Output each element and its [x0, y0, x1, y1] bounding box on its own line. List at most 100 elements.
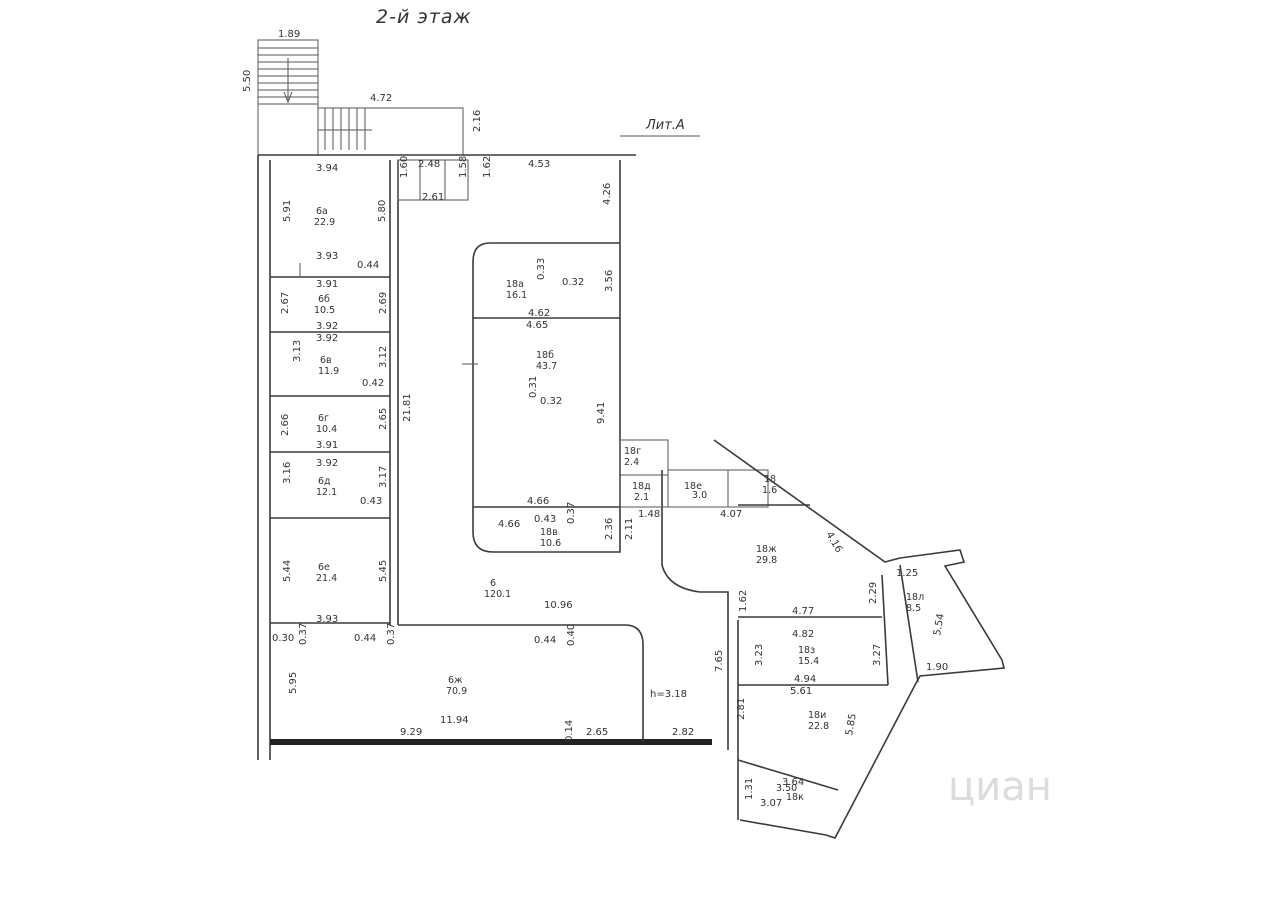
room-18k-area: 3.50 — [776, 783, 797, 794]
room-18e-id: 18е — [684, 481, 702, 492]
room-18a-area: 16.1 — [506, 290, 527, 301]
svg-text:3.91: 3.91 — [316, 279, 338, 290]
landing-treads — [318, 108, 372, 150]
svg-text:5.50: 5.50 — [242, 70, 253, 92]
room-6b-area: 10.5 — [314, 305, 335, 316]
corridor-east-wall — [661, 470, 729, 750]
svg-text:3.92: 3.92 — [316, 333, 338, 344]
svg-text:2.81: 2.81 — [736, 698, 747, 720]
room-6zh-area: 70.9 — [446, 686, 467, 697]
room-6v-id: 6в — [320, 355, 332, 366]
svg-text:0.30: 0.30 — [272, 633, 294, 644]
svg-text:3.92: 3.92 — [316, 458, 338, 469]
svg-text:1.90: 1.90 — [926, 662, 948, 673]
svg-text:3.93: 3.93 — [316, 614, 338, 625]
svg-text:5.91: 5.91 — [282, 200, 293, 222]
room-18i-id: 18и — [808, 710, 826, 721]
svg-text:0.14: 0.14 — [564, 720, 575, 742]
svg-text:3.23: 3.23 — [754, 644, 765, 666]
svg-text:2.65: 2.65 — [586, 727, 608, 738]
svg-text:4.72: 4.72 — [370, 93, 392, 104]
room-18g-id: 18г — [624, 446, 641, 457]
room-18b-area: 43.7 — [536, 361, 557, 372]
svg-text:2.16: 2.16 — [472, 110, 483, 132]
svg-text:4.66: 4.66 — [498, 519, 520, 530]
room-18z-id: 18з — [798, 645, 815, 656]
svg-text:2.65: 2.65 — [378, 408, 389, 430]
svg-text:0.44: 0.44 — [354, 633, 376, 644]
svg-text:3.27: 3.27 — [872, 644, 883, 666]
svg-text:0.43: 0.43 — [534, 514, 556, 525]
svg-text:2.66: 2.66 — [280, 414, 291, 436]
svg-text:0.32: 0.32 — [540, 396, 562, 407]
wall-18i-18k — [737, 759, 839, 791]
room-18l-id: 18л — [906, 592, 924, 603]
room-6-area: 120.1 — [484, 589, 511, 600]
svg-text:1.62: 1.62 — [738, 590, 749, 612]
room-18g-area: 2.4 — [624, 457, 639, 468]
room-6-id: 6 — [490, 578, 496, 589]
svg-text:4.77: 4.77 — [792, 606, 814, 617]
svg-text:3.93: 3.93 — [316, 251, 338, 262]
room-18i-area: 22.8 — [808, 721, 829, 732]
room-18zh-id: 18ж — [756, 544, 777, 555]
svg-text:0.33: 0.33 — [536, 258, 547, 280]
svg-text:4.94: 4.94 — [794, 674, 816, 685]
room-6d-id: 6д — [318, 476, 331, 487]
room-6g-area: 10.4 — [316, 424, 337, 435]
room-18z-area: 15.4 — [798, 656, 819, 667]
svg-text:1.58: 1.58 — [458, 156, 469, 178]
svg-text:9.29: 9.29 — [400, 727, 422, 738]
svg-text:4.65: 4.65 — [526, 320, 548, 331]
ceiling-height: h=3.18 — [650, 689, 687, 700]
room-18zh-area: 29.8 — [756, 555, 777, 566]
svg-text:2.61: 2.61 — [422, 192, 444, 203]
svg-text:10.96: 10.96 — [544, 600, 573, 611]
svg-text:4.16: 4.16 — [823, 530, 844, 555]
svg-text:0.40: 0.40 — [566, 624, 577, 646]
room-18l-area: 8.5 — [906, 603, 921, 614]
top-small-rooms — [397, 159, 469, 201]
svg-text:4.66: 4.66 — [527, 496, 549, 507]
svg-text:1.48: 1.48 — [638, 509, 660, 520]
room-18a-id: 18а — [506, 279, 524, 290]
room-6g-id: 6г — [318, 413, 329, 424]
svg-text:0.42: 0.42 — [362, 378, 384, 389]
svg-text:21.81: 21.81 — [402, 393, 413, 422]
svg-text:4.26: 4.26 — [602, 183, 613, 205]
svg-text:5.85: 5.85 — [844, 713, 859, 737]
stair-arrow-head — [283, 91, 293, 104]
dimension-labels: 1.89 5.50 4.72 2.16 3.94 2.48 4.53 1.60 … — [242, 29, 948, 809]
svg-text:2.67: 2.67 — [280, 292, 291, 314]
svg-text:1.31: 1.31 — [744, 778, 755, 800]
east-wing-outline — [713, 439, 1006, 839]
room-18k-id: 18к — [786, 792, 804, 803]
svg-text:0.44: 0.44 — [534, 635, 556, 646]
svg-text:9.41: 9.41 — [596, 402, 607, 424]
svg-text:1.25: 1.25 — [896, 568, 918, 579]
room-18-outline — [727, 469, 769, 508]
svg-text:3.12: 3.12 — [378, 346, 389, 368]
landing — [317, 107, 464, 156]
svg-text:1.89: 1.89 — [278, 29, 300, 40]
svg-text:3.92: 3.92 — [316, 321, 338, 332]
room-18d-id: 18д — [632, 481, 651, 492]
plan-title: 2-й этаж — [376, 6, 472, 28]
svg-text:4.53: 4.53 — [528, 159, 550, 170]
svg-text:2.82: 2.82 — [672, 727, 694, 738]
room-6d-area: 12.1 — [316, 487, 337, 498]
svg-text:2.36: 2.36 — [604, 518, 615, 540]
svg-text:0.37: 0.37 — [386, 623, 397, 645]
svg-text:2.29: 2.29 — [868, 582, 879, 604]
room-18v-id: 18в — [540, 527, 558, 538]
svg-text:2.11: 2.11 — [624, 518, 635, 540]
svg-text:0.32: 0.32 — [562, 277, 584, 288]
svg-text:0.37: 0.37 — [298, 623, 309, 645]
svg-text:3.56: 3.56 — [604, 270, 615, 292]
svg-text:0.44: 0.44 — [357, 260, 379, 271]
svg-text:4.62: 4.62 — [528, 308, 550, 319]
room-6e-id: 6е — [318, 562, 330, 573]
svg-text:5.45: 5.45 — [378, 560, 389, 582]
